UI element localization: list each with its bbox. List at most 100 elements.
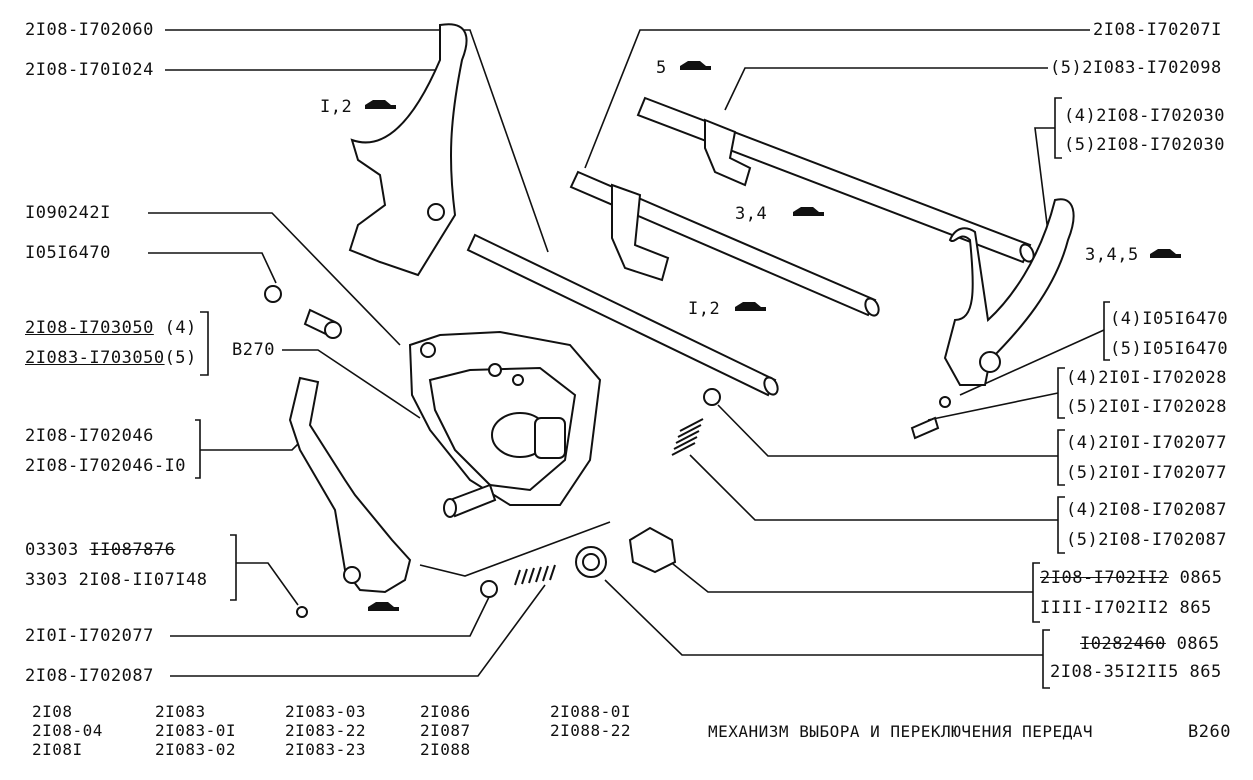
part-label: (5)2I08-I702030 <box>1064 135 1226 155</box>
part-label: 2I08-I70207I <box>1093 20 1222 40</box>
model-code: 2I083 <box>155 702 206 721</box>
selector-lever <box>288 376 412 594</box>
shift-fork-34 <box>611 183 670 282</box>
model-code: 2I083-03 <box>285 702 367 721</box>
pin <box>296 606 308 618</box>
leader-line <box>724 67 1048 111</box>
leader-line <box>282 349 421 419</box>
part-label: I05I6470 <box>25 243 111 263</box>
circlip <box>264 285 282 303</box>
bracket <box>1057 367 1065 419</box>
part-label: (5)2I0I-I702077 <box>1066 463 1228 483</box>
bracket <box>1032 562 1040 623</box>
model-code: 2I083-02 <box>155 740 237 759</box>
car-icons <box>365 61 1181 611</box>
part-label: 2I08-I702046 <box>25 426 154 446</box>
leader-line <box>236 562 299 606</box>
part-number-obsolete: I0282460 <box>1080 634 1166 654</box>
part-label: IIII-I702II2 865 <box>1040 598 1212 618</box>
model-code: 2I088-0I <box>550 702 632 721</box>
part-label: (4)2I0I-I702028 <box>1066 368 1228 388</box>
part-label: 2I08-35I2II5 865 <box>1050 662 1222 682</box>
bracket <box>1042 629 1050 689</box>
leader-line <box>200 441 301 451</box>
shaft-rod-12 <box>466 233 777 397</box>
leader-line <box>148 252 277 284</box>
part-variant: 0865 <box>1176 634 1220 654</box>
part-label: 2I08-I702060 <box>25 20 154 40</box>
model-code: 2I08 <box>32 702 73 721</box>
leader-line <box>927 392 1059 421</box>
part-label: 2I08-I702II2 0865 <box>1040 568 1223 588</box>
model-code: 2I08-04 <box>32 721 103 740</box>
part-number-obsolete: II087876 <box>89 540 176 560</box>
part-label: (5)2I08-I702087 <box>1066 530 1228 550</box>
gear-label: 3,4,5 <box>1085 245 1139 265</box>
part-label: 3303 2I08-II07I48 <box>25 570 208 590</box>
part-number: 2I083-I703050 <box>25 348 165 368</box>
part-label: (4)I05I6470 <box>1110 309 1229 329</box>
part-label: B270 <box>232 340 275 360</box>
bracket <box>1057 496 1065 554</box>
leader-line <box>165 29 549 253</box>
gear-label: 5 <box>656 58 667 78</box>
model-code: 2I088-22 <box>550 721 632 740</box>
part-label: 2I0I-I702077 <box>25 626 154 646</box>
part-label: 03303 II087876 <box>25 540 175 560</box>
springs <box>514 418 704 586</box>
diagram-title: МЕХАНИЗМ ВЫБОРА И ПЕРЕКЛЮЧЕНИЯ ПЕРЕДАЧ <box>708 722 1094 741</box>
model-code: 2I086 <box>420 702 471 721</box>
part-label: (4)2I0I-I702077 <box>1066 433 1228 453</box>
part-label: (5)I05I6470 <box>1110 339 1229 359</box>
part-number: 2I08-I703050 <box>25 318 154 338</box>
model-code: 2I088 <box>420 740 471 759</box>
bracket <box>200 311 209 376</box>
gear-label: I,2 <box>320 97 353 117</box>
leader-line <box>604 579 1043 656</box>
bolt-right <box>910 416 940 440</box>
part-label: I0282460 0865 <box>1080 634 1220 654</box>
model-code: 2I083-23 <box>285 740 367 759</box>
part-label: 2I08-I702087 <box>25 666 154 686</box>
bracket <box>1057 429 1065 486</box>
page-code: B260 <box>1188 722 1231 742</box>
part-label: (5)2I0I-I702028 <box>1066 397 1228 417</box>
part-number-obsolete: 2I08-I702II2 <box>1040 568 1169 588</box>
part-variant: (4) <box>164 318 197 338</box>
part-variant: 0865 <box>1179 568 1223 588</box>
ball <box>480 580 498 598</box>
leader-line <box>717 404 1058 457</box>
bracket <box>230 534 237 601</box>
model-code: 2I083-0I <box>155 721 237 740</box>
ball <box>703 388 721 406</box>
part-label: (4)2I08-I702087 <box>1066 500 1228 520</box>
leader-line <box>667 559 1033 593</box>
bracket <box>1054 97 1062 159</box>
shaft-rod-5 <box>636 96 1032 264</box>
part-label: (4)2I08-I702030 <box>1064 106 1226 126</box>
part-label: 2I08-I703050 (4) <box>25 318 197 338</box>
gear-label: I,2 <box>688 299 721 319</box>
part-label: 2I08-I702046-I0 <box>25 456 187 476</box>
shift-lug-5 <box>704 118 752 187</box>
part-label: I090242I <box>25 203 111 223</box>
model-code: 2I083-22 <box>285 721 367 740</box>
part-label: (5)2I083-I702098 <box>1050 58 1222 78</box>
part-label: 2I083-I703050(5) <box>25 348 197 368</box>
model-code: 2I087 <box>420 721 471 740</box>
shift-fork-345 <box>943 198 1075 386</box>
gear-label: 3,4 <box>735 204 768 224</box>
part-number: 03303 <box>25 540 79 560</box>
shift-fork-12 <box>348 23 468 277</box>
model-code: 2I08I <box>32 740 83 759</box>
plug <box>628 526 677 574</box>
shaft-rod-34 <box>569 170 877 317</box>
leader-line <box>1034 127 1055 233</box>
bracket <box>195 419 201 479</box>
part-label: 2I08-I70I024 <box>25 60 154 80</box>
leader-line <box>419 521 611 577</box>
leader-line <box>170 584 546 677</box>
bracket <box>1103 301 1110 361</box>
